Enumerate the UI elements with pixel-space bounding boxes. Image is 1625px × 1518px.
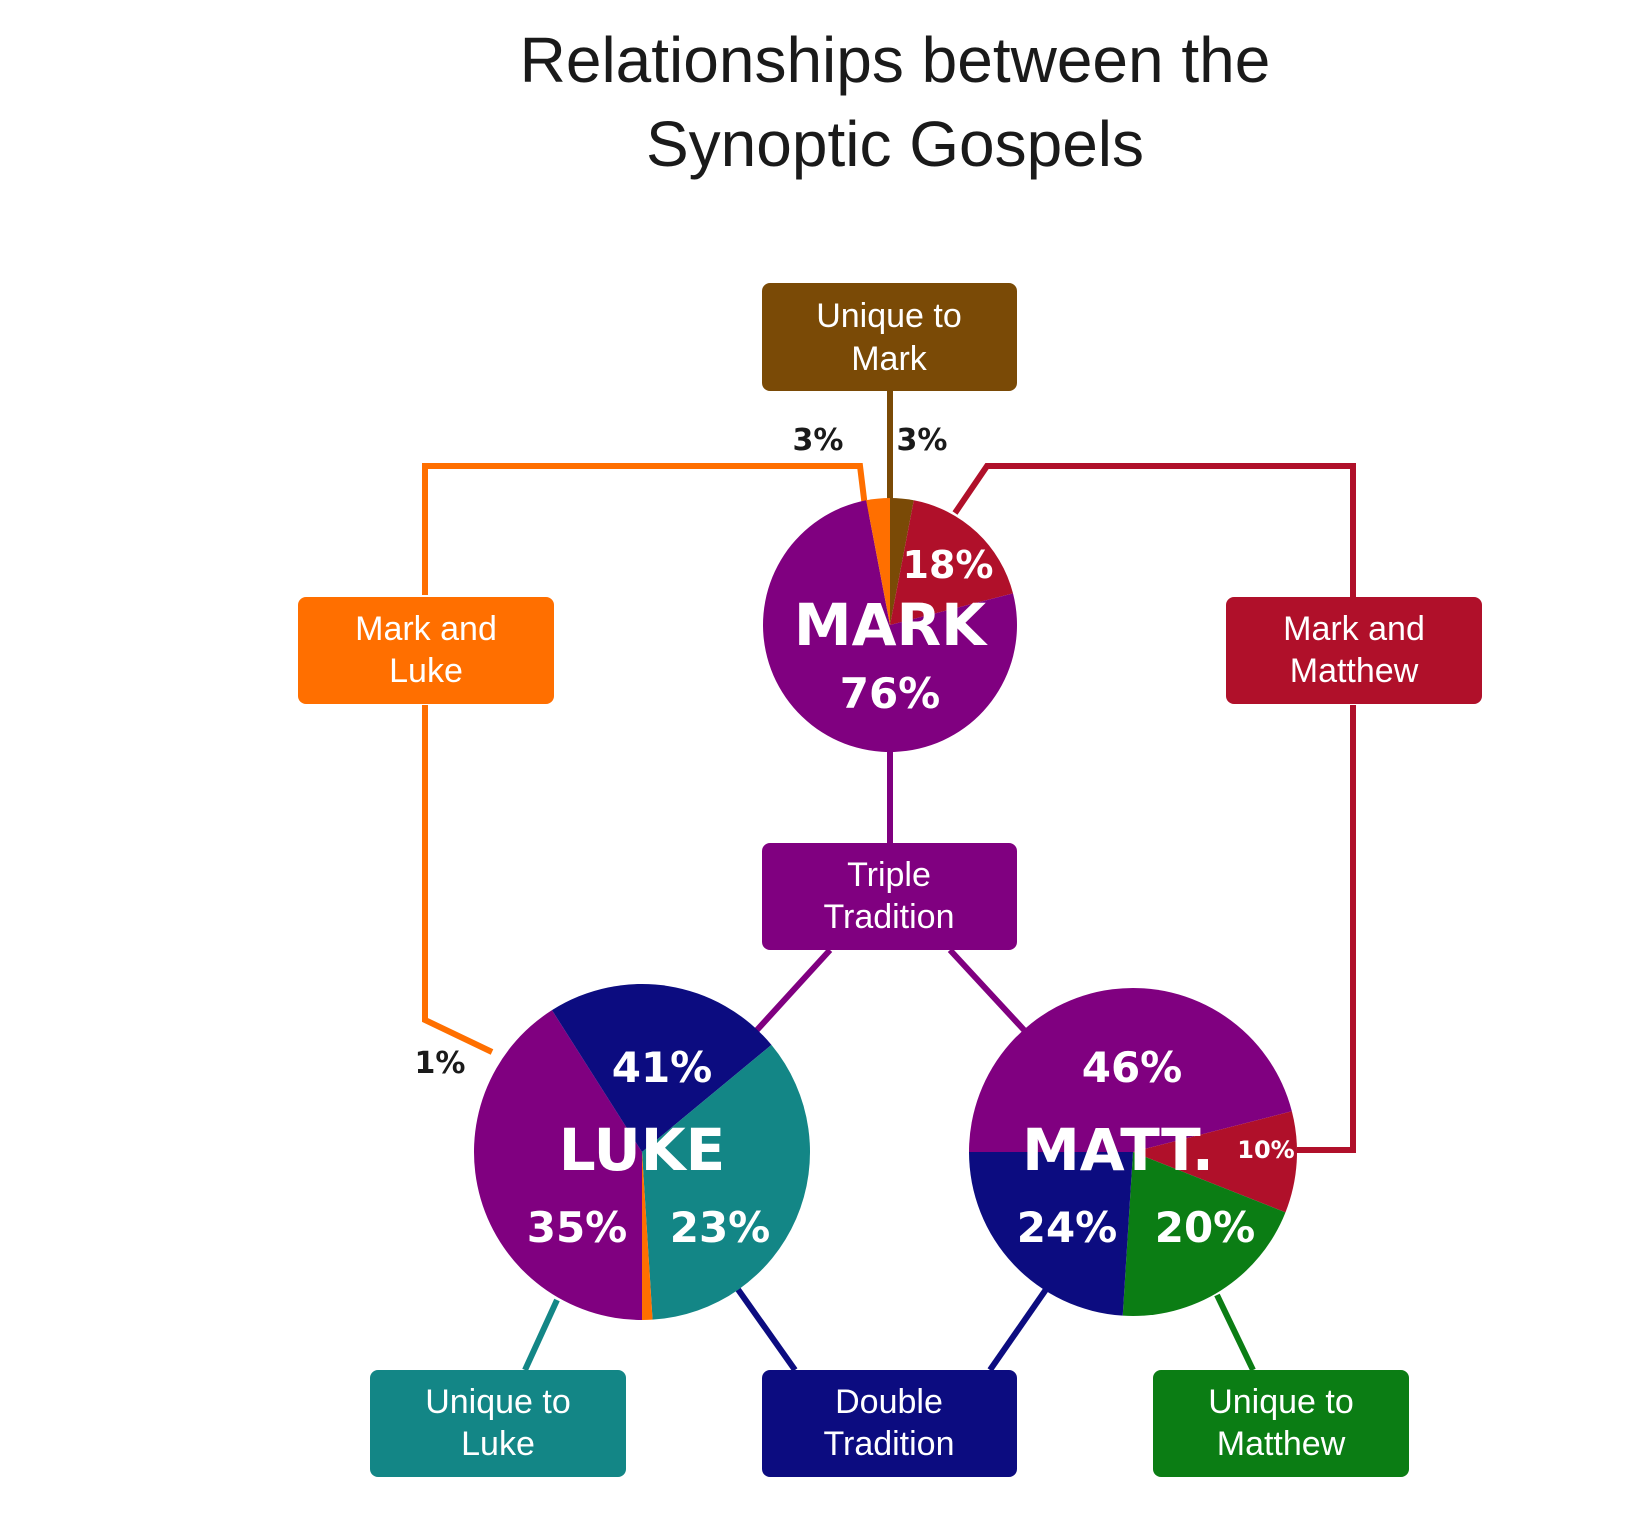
luke-triple-percent: 41%: [612, 1043, 713, 1092]
double-tradition-box: Double Tradition: [762, 1370, 1017, 1477]
luke-double-percent: 23%: [670, 1203, 771, 1252]
luke-slice-triple: [473, 1010, 642, 1320]
luke-slice-double: [551, 983, 772, 1152]
matthew-slice-double: [969, 1152, 1133, 1316]
matthew-slice-unique-matthew: [1122, 1152, 1286, 1317]
mark-mark-luke-percent: 3%: [793, 423, 844, 458]
triple-tradition-box-line-2: Tradition: [823, 898, 954, 936]
unique-to-luke-box-line-2: Luke: [461, 1425, 535, 1463]
unique-to-mark-box-line-1: Unique to: [816, 297, 962, 335]
matthew-slice-mark-matthew: [1133, 1111, 1298, 1213]
mark-mark-matthew-percent: 18%: [903, 543, 994, 587]
matthew-triple-percent: 46%: [1082, 1043, 1183, 1092]
mark-and-matthew-box: Mark and Matthew: [1226, 597, 1482, 704]
diagram-title-line-1: Relationships between the: [520, 24, 1271, 96]
luke-mark-luke-percent: 1%: [415, 1046, 466, 1081]
luke-name-label: LUKE: [559, 1116, 726, 1184]
diagram-title-line-2: Synoptic Gospels: [646, 108, 1144, 180]
connector-triple-to-luke: [754, 947, 833, 1033]
connector-mark-luke-box-to-luke: [422, 705, 494, 1055]
mark-unique-percent: 3%: [897, 423, 948, 458]
mark-and-luke-box: Mark and Luke: [298, 597, 554, 704]
connector-triple-to-matthew: [947, 947, 1027, 1033]
connector-matthew-to-unique-matthew: [1214, 1293, 1256, 1372]
mark-and-matthew-box-line-2: Matthew: [1290, 652, 1419, 690]
connector-mark-to-mark-matthew-box: [952, 463, 1356, 597]
triple-tradition-box-line-1: Triple: [847, 856, 931, 894]
mark-slice-unique-mark: [890, 498, 914, 625]
unique-to-matthew-box-line-2: Matthew: [1217, 1425, 1346, 1463]
matthew-unique-percent: 20%: [1155, 1203, 1256, 1252]
matthew-name-label: MATT.: [1022, 1116, 1214, 1184]
mark-and-luke-box-line-2: Luke: [389, 652, 463, 690]
mark-slice-mark-luke: [866, 498, 890, 625]
luke-unique-percent: 35%: [527, 1203, 628, 1252]
unique-to-matthew-box: Unique to Matthew: [1153, 1370, 1409, 1477]
unique-to-luke-box: Unique to Luke: [370, 1370, 626, 1477]
mark-pie-chart: [762, 498, 1017, 753]
matthew-mark-matthew-percent: 10%: [1237, 1136, 1294, 1164]
matthew-slice-triple: [969, 987, 1292, 1152]
unique-to-matthew-box-line-1: Unique to: [1208, 1383, 1354, 1421]
luke-pie-chart: [473, 983, 811, 1321]
mark-and-luke-box-line-1: Mark and: [355, 610, 497, 648]
luke-slice-mark-luke: [642, 1152, 653, 1321]
connector-luke-to-unique-luke: [522, 1298, 560, 1372]
mark-triple-percent: 76%: [840, 669, 941, 718]
double-tradition-box-line-2: Tradition: [823, 1425, 954, 1463]
unique-to-mark-box: Unique to Mark: [762, 283, 1017, 391]
matthew-double-percent: 24%: [1017, 1203, 1118, 1252]
matthew-pie-chart: [969, 987, 1298, 1317]
unique-to-luke-box-line-1: Unique to: [425, 1383, 571, 1421]
mark-slice-mark-matthew: [890, 500, 1014, 625]
mark-and-matthew-box-line-1: Mark and: [1283, 610, 1425, 648]
luke-slice-unique-luke: [642, 1044, 811, 1320]
mark-slice-triple: [762, 500, 1017, 753]
connector-luke-to-double: [734, 1286, 798, 1372]
connector-matthew-to-double: [987, 1286, 1050, 1372]
mark-name-label: MARK: [794, 591, 988, 659]
triple-tradition-box: Triple Tradition: [762, 843, 1017, 950]
double-tradition-box-line-1: Double: [835, 1383, 943, 1421]
connector-mark-matthew-box-to-matthew: [1297, 705, 1356, 1153]
unique-to-mark-box-line-2: Mark: [851, 340, 928, 378]
